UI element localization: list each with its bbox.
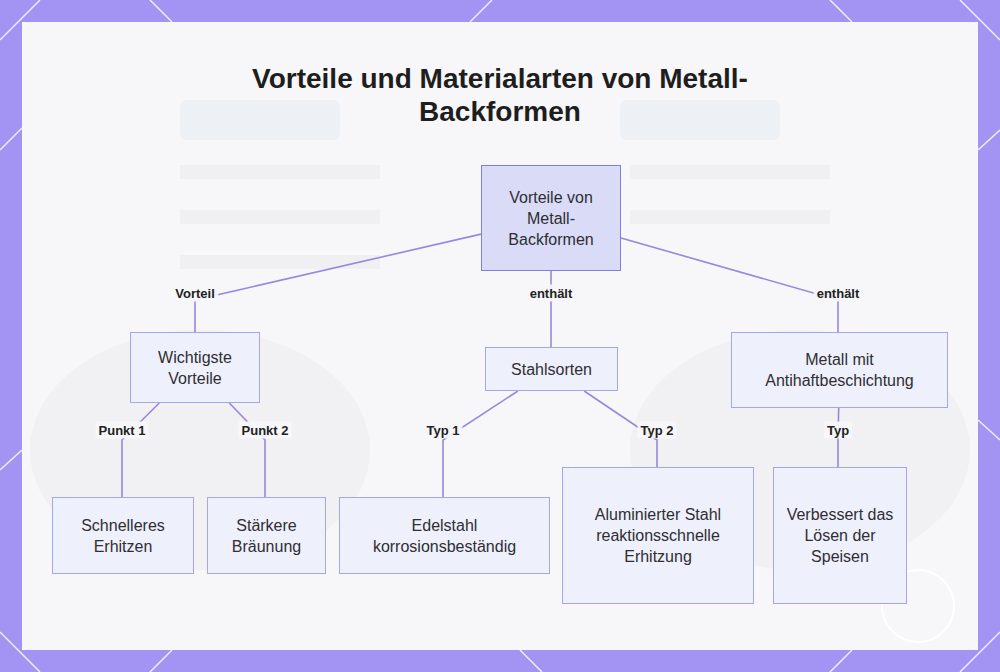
root-box: Vorteile von Metall-Backformen: [481, 165, 621, 271]
node-text: Stahlsorten: [511, 359, 592, 380]
leaf-box: Verbessert das Lösen der Speisen: [773, 467, 907, 604]
connector-line: [229, 403, 265, 497]
node-text: Wichtigste Vorteile: [139, 347, 251, 389]
leaf-box: Aluminierter Stahl reaktionsschnelle Erh…: [562, 467, 754, 604]
connector-line: [621, 238, 838, 332]
node-text: Schnelleres Erhitzen: [61, 515, 185, 557]
leaf-box: Stärkere Bräunung: [207, 497, 326, 574]
node-text: Edelstahl korrosionsbeständig: [348, 515, 541, 557]
node-text: Vorteile von Metall-Backformen: [490, 187, 612, 250]
edge-label: Vorteil: [172, 285, 218, 302]
diagram-title: Vorteile und Materialarten von Metall-Ba…: [250, 62, 750, 128]
connector-line: [195, 234, 481, 332]
edge-label: Punkt 2: [239, 422, 292, 439]
edge-label: Typ: [824, 422, 852, 439]
leaf-box: Edelstahl korrosionsbeständig: [339, 497, 550, 574]
card: [22, 22, 978, 650]
category-box: Metall mit Antihaftbeschichtung: [731, 332, 948, 408]
edge-label: Typ 1: [424, 422, 463, 439]
leaf-box: Schnelleres Erhitzen: [52, 497, 194, 574]
node-text: Metall mit Antihaftbeschichtung: [740, 349, 939, 391]
node-text: Stärkere Bräunung: [216, 515, 317, 557]
node-text: Verbessert das Lösen der Speisen: [782, 504, 898, 567]
edge-label: enthält: [527, 285, 576, 302]
edge-label: Typ 2: [638, 422, 677, 439]
connector-line: [443, 391, 518, 497]
edge-label: enthält: [814, 285, 863, 302]
connector-line: [550, 271, 552, 347]
connector-line: [122, 403, 159, 497]
category-box: Wichtigste Vorteile: [130, 332, 260, 403]
category-box: Stahlsorten: [485, 347, 618, 391]
edge-label: Punkt 1: [96, 422, 149, 439]
node-text: Aluminierter Stahl reaktionsschnelle Erh…: [571, 504, 745, 567]
